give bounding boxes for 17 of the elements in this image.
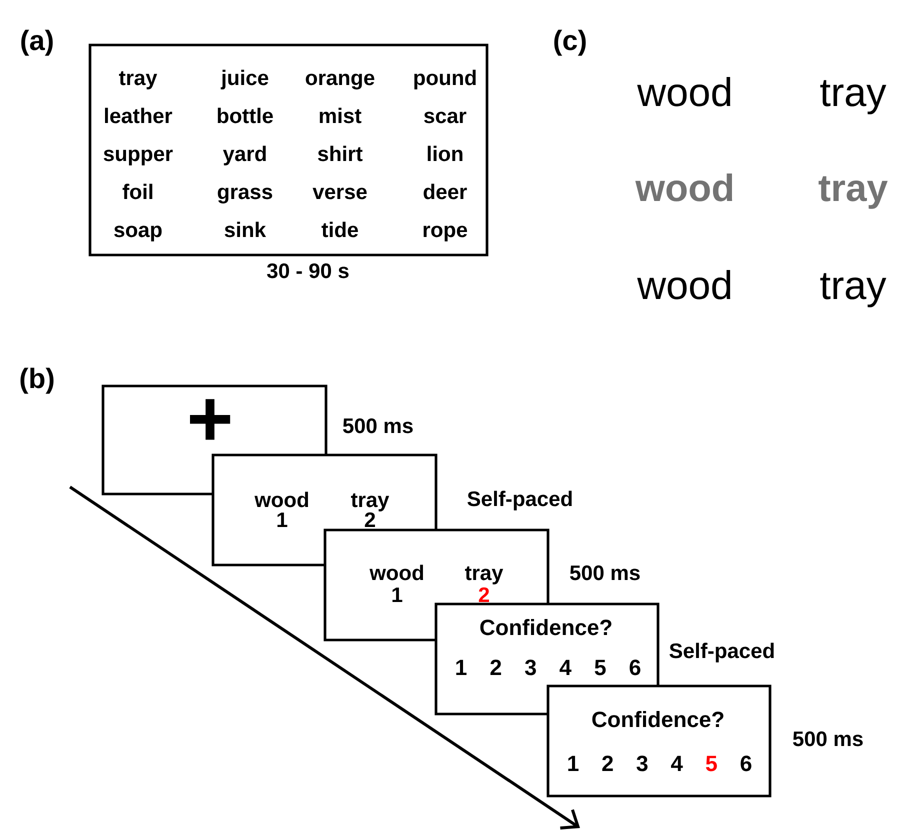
blurred-word: wood [635,173,732,202]
panel-label: (c) [554,30,586,56]
screen-box: tray juice orange pound leather bottle mist scar supper yard shirt lion foil grass verse deer soap sink tide rope [88,44,488,256]
duration-label: 500 ms [570,565,640,580]
panel-label: (b) [20,368,54,394]
duration-label: 500 ms [793,731,863,746]
duration-label: 30 - 90 s [267,263,349,278]
blurred-word: tray [818,176,888,209]
duration-label: Self-paced [670,642,774,662]
screen-box: Confidence? 1 2 3 4 5 6 [546,684,772,798]
duration-label: 500 ms [343,418,413,434]
duration-label: Self-paced [468,490,572,510]
word-stimulus: tray [820,80,886,114]
fragmented-word: wood [637,270,730,300]
fragmented-word: tray [820,273,886,308]
word-stimulus: wood [637,77,730,106]
panel-label: (a) [21,30,53,56]
